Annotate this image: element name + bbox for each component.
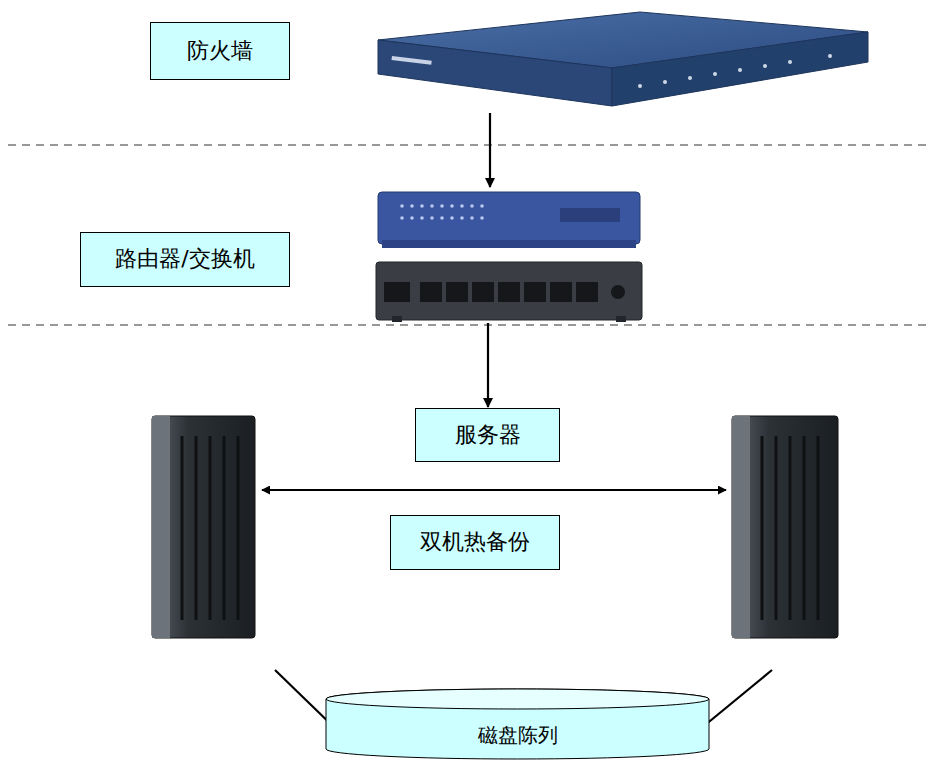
label-box: 双机热备份: [390, 515, 560, 570]
server-label-box: 服务器: [415, 408, 560, 462]
node-text: 服务器: [455, 422, 521, 448]
router-group: 路由器/交换机: [80, 188, 640, 322]
firewall-group: 防火墙: [150, 10, 870, 112]
device-label: 路由器/交换机: [80, 232, 290, 287]
router-device: [376, 192, 642, 322]
server-tower: [732, 416, 838, 638]
cylinder-top: [326, 689, 709, 709]
connector-arrow: [487, 323, 489, 407]
node-text: 双机热备份: [420, 529, 530, 555]
disk-array-cylinder: 磁盘陈列: [325, 688, 710, 760]
separator-line: [8, 144, 932, 145]
cylinder-body: [326, 689, 709, 759]
node-text: 磁盘陈列: [325, 723, 710, 747]
separator-line: [8, 324, 932, 325]
hot-standby-arrow: [262, 489, 726, 491]
server-tower: [152, 416, 255, 638]
connector-arrow: [489, 113, 491, 187]
firewall-device: [378, 12, 868, 106]
device-label: 防火墙: [150, 22, 290, 80]
